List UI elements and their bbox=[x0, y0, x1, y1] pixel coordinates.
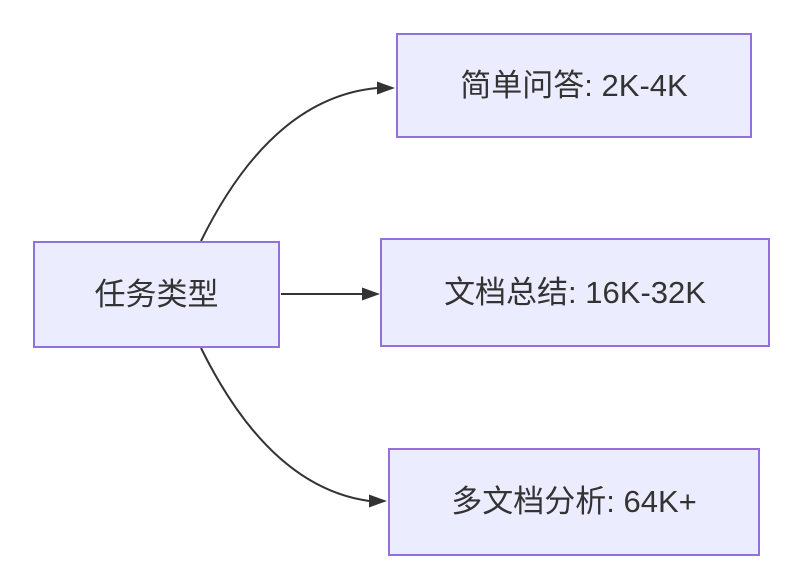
node-label: 任务类型 bbox=[94, 276, 219, 312]
node-label: 多文档分析: 64K+ bbox=[451, 484, 697, 520]
edge-root-to-branch1 bbox=[200, 81, 395, 242]
node-multi-doc-analysis: 多文档分析: 64K+ bbox=[388, 448, 760, 556]
node-doc-summary: 文档总结: 16K-32K bbox=[380, 238, 770, 347]
arrowhead-icon bbox=[377, 81, 395, 95]
edge-root-to-branch2 bbox=[281, 287, 380, 301]
node-simple-qa: 简单问答: 2K-4K bbox=[396, 33, 752, 138]
edge-root-to-branch3 bbox=[200, 347, 387, 508]
arrowhead-icon bbox=[362, 287, 380, 301]
node-label: 简单问答: 2K-4K bbox=[460, 67, 688, 103]
node-task-type: 任务类型 bbox=[33, 241, 280, 348]
node-label: 文档总结: 16K-32K bbox=[444, 274, 706, 310]
edge-line bbox=[200, 87, 378, 242]
edge-line bbox=[200, 347, 370, 502]
arrowhead-icon bbox=[369, 494, 387, 508]
